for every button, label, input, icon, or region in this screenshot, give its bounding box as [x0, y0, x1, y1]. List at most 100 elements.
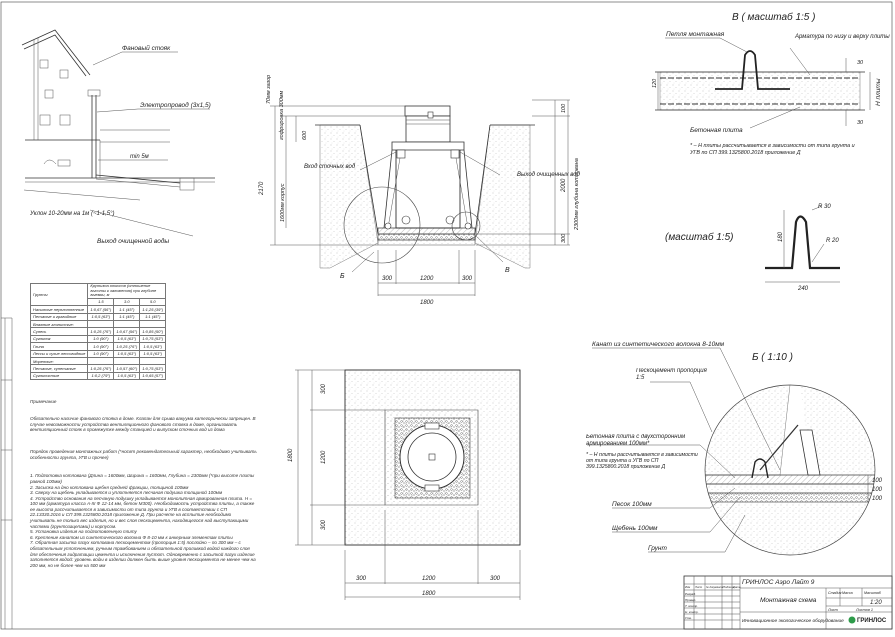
- slope-value: 1:0,25 (76°): [113, 342, 141, 351]
- power-line-label: Электропровод (3х1,5): [140, 101, 211, 109]
- sand-prop-box: Пескоцемент пропорция 1:5: [636, 368, 707, 381]
- order-head: Порядок проведения монтажных работ (*нос…: [30, 448, 259, 460]
- sand-prop-label: Пескоцемент пропорция 1:5: [636, 368, 707, 381]
- h-slab-label: Н плиты: [875, 78, 882, 106]
- plan-dim-300a: 300: [356, 576, 367, 582]
- slope-value: 1:0,5 (63°): [113, 349, 141, 358]
- soil-sub-2: 5.0: [139, 297, 167, 307]
- outlet-label: Выход очищенной воды: [97, 237, 169, 245]
- rebar-label: Арматура по низу и верху плиты: [794, 34, 890, 40]
- slope-value: [113, 356, 141, 366]
- slope-value: 1:0,2 (79°): [87, 371, 115, 381]
- dim-b-1: 100: [872, 478, 883, 484]
- slope-value: 1:0,65 (57°): [139, 371, 167, 381]
- table-row: Моренные:: [29, 356, 167, 366]
- order-steps: 1. Подготовка котлована (Длина = 1600мм,…: [30, 473, 256, 568]
- plan-dim-1200: 1200: [422, 576, 436, 582]
- inlet-label: Вход сточных вод: [304, 164, 356, 170]
- tb-doc: ГРИНЛОС Аэро Лайт 9: [742, 578, 815, 586]
- soil-type: Глина: [29, 342, 89, 351]
- tb-org: Инновационное экологическое оборудование: [742, 618, 844, 624]
- brand-name: ГРИНЛОС: [857, 618, 887, 624]
- soil-type: Супесь: [29, 327, 89, 336]
- soil-type: Суглинистые: [29, 371, 89, 381]
- slope-value: 1:1 (45°): [113, 312, 141, 321]
- tb-role-3: Н. контр.: [685, 610, 699, 614]
- slope-value: 1:0,5 (63°): [87, 312, 115, 321]
- plan-dim-1800-v: 1800: [288, 448, 294, 462]
- slope-value: 1:1 (45°): [139, 312, 167, 321]
- slope-value: [139, 319, 167, 329]
- slope-value: 1:0 (90°): [87, 334, 115, 344]
- soil-sub-0: 1.5: [87, 297, 115, 307]
- slope-value: [113, 319, 141, 329]
- dim-2170: 2170: [259, 181, 265, 196]
- slope-value: 1:1,25 (39°): [139, 305, 167, 314]
- tb-sheets: Листов 1: [855, 608, 873, 612]
- slab-b-box: Бетонная плита с двухсторонним армирован…: [586, 434, 685, 447]
- slope-value: 1:0,85 (50°): [139, 327, 167, 336]
- slope-value: 1:0,5 (63°): [139, 349, 167, 358]
- detail-v: [655, 37, 871, 129]
- slope-value: 1:0,67 (56°): [87, 305, 115, 314]
- tb-role-2: Т. контр.: [685, 604, 698, 608]
- slope-value: 1:1 (45°): [113, 305, 141, 314]
- detail-v-title: В ( масштаб 1:5 ): [732, 11, 815, 23]
- slope-value: 1:0,25 (76°): [87, 364, 115, 373]
- outlet-section-label: Выход очищенных вод: [517, 172, 581, 178]
- soil-type: Насыпные неуплотненные: [29, 305, 89, 314]
- dim-100: 100: [561, 103, 567, 113]
- slope-value: 1:0 (90°): [87, 342, 115, 351]
- tb-stage: Стадия: [828, 591, 842, 595]
- detail-v-note-box: * – Н плиты рассчитывается в зависимости…: [690, 143, 855, 156]
- tb-scale: 1:20: [870, 600, 882, 606]
- rope-label: Канат из синтетического волокна 8-10мм: [592, 341, 725, 348]
- tb-col-4: Дата: [732, 585, 741, 589]
- plan-dim-total: 1800: [422, 591, 436, 597]
- title-block: [683, 575, 893, 630]
- dim-1600-body: 1600мм корпус: [280, 183, 286, 222]
- mark-v: В: [505, 267, 510, 274]
- soil-type: Влажные глинистые:: [29, 319, 89, 329]
- detail-b-title: Б ( 1:10 ): [752, 352, 793, 363]
- notes-body: Обязательно наличие фанового стояка в до…: [30, 415, 257, 433]
- dim-bottom-total: 1800: [420, 300, 434, 306]
- brand-logo: ГРИНЛОС: [848, 616, 887, 624]
- pit-section: [270, 99, 570, 296]
- notes-block: Примечание Обязательно наличие фанового …: [30, 388, 258, 574]
- loop-scale: (масштаб 1:5): [665, 231, 733, 243]
- rebar-label-text: Арматура по низу и верху плиты: [794, 34, 890, 40]
- tb-mass: Масса: [842, 591, 853, 595]
- table-row: Влажные глинистые:: [29, 319, 167, 329]
- note-b: * – Н плиты рассчитывается в зависимости…: [586, 452, 698, 471]
- tb-sheet: Лист: [827, 608, 838, 612]
- inlet-label-1: Вход сточных вод: [304, 164, 356, 170]
- slope-value: 1:0,75 (53°): [139, 334, 167, 344]
- note-b-box: * – Н плиты рассчитывается в зависимости…: [586, 452, 698, 471]
- plan-dim-300-top: 300: [321, 383, 327, 394]
- house-scheme: [21, 29, 215, 237]
- soil-col0: Грунты: [29, 282, 89, 307]
- tb-col-3: Подпись: [723, 585, 735, 589]
- tb-col-0: Изм: [685, 585, 690, 589]
- sand-label: Песок 100мм: [612, 501, 652, 508]
- dim-30-bottom: 30: [857, 120, 864, 126]
- slope-value: [87, 356, 115, 366]
- tb-role-1: Провер.: [685, 598, 696, 602]
- fan-riser-label: Фановый стояк: [122, 44, 171, 52]
- slope-value: [87, 319, 115, 329]
- tb-scale-head: Масштаб: [864, 591, 882, 595]
- plan-dim-1200-v: 1200: [321, 450, 327, 464]
- w240-label: 240: [797, 286, 809, 292]
- plan-dim-300b: 300: [490, 576, 501, 582]
